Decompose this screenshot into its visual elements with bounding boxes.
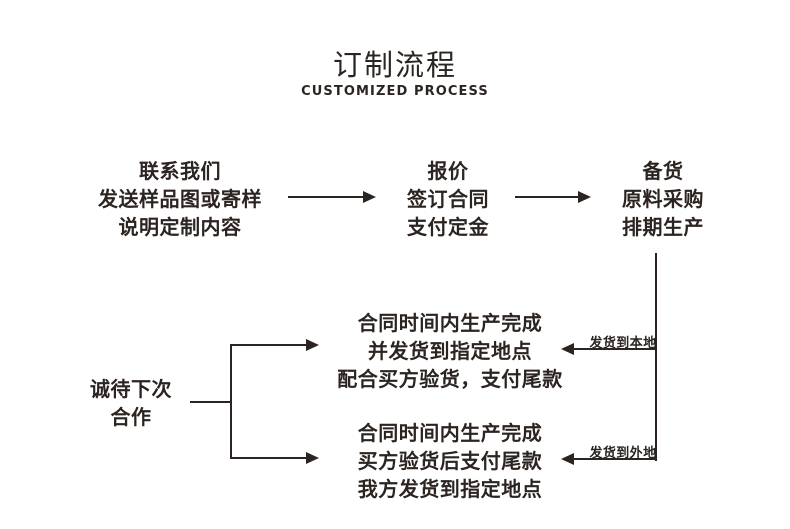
step-remote-delivery-line-2: 买方验货后支付尾款 [357, 449, 543, 473]
arrow-quote-to-stock-line [515, 196, 579, 198]
arrow-stock-to-local-line [573, 348, 657, 350]
bracket-vertical-line [230, 344, 232, 459]
step-contact-line-3: 说明定制内容 [118, 215, 242, 239]
step-stock-line-3: 排期生产 [622, 215, 704, 239]
step-next-cooperation-line-1: 诚待下次 [90, 377, 172, 401]
step-local-delivery-line-1: 合同时间内生产完成 [357, 311, 543, 335]
step-local-delivery-line-2: 并发货到指定地点 [368, 339, 532, 363]
step-quote: 报价 签订合同 支付定金 [375, 157, 521, 241]
page-subtitle: CUSTOMIZED PROCESS [301, 84, 489, 99]
arrow-stock-to-remote-line [573, 458, 657, 460]
step-local-delivery: 合同时间内生产完成 并发货到指定地点 配合买方验货，支付尾款 [312, 309, 588, 393]
step-quote-line-3: 支付定金 [407, 215, 489, 239]
step-next-cooperation: 诚待下次 合作 [72, 375, 190, 431]
bracket-stem-line [190, 401, 232, 403]
edge-label-remote: 发货到外地 [589, 446, 657, 461]
step-stock: 备货 原料采购 排期生产 [590, 157, 736, 241]
arrow-stock-to-local-head-icon [561, 343, 574, 355]
step-quote-line-2: 签订合同 [407, 187, 489, 211]
step-contact: 联系我们 发送样品图或寄样 说明定制内容 [72, 157, 288, 241]
step-stock-line-2: 原料采购 [622, 187, 704, 211]
arrow-quote-to-stock-head-icon [578, 191, 591, 203]
step-remote-delivery-line-1: 合同时间内生产完成 [357, 421, 543, 445]
page-title: 订制流程 [332, 48, 457, 82]
arrow-contact-to-quote-line [288, 196, 364, 198]
step-remote-delivery-line-3: 我方发货到指定地点 [357, 477, 543, 501]
step-next-cooperation-line-2: 合作 [110, 405, 152, 429]
spine-vertical-line [655, 253, 657, 461]
step-stock-line-1: 备货 [642, 159, 684, 183]
arrow-contact-to-quote-head-icon [363, 191, 376, 203]
arrow-next-to-local-head-icon [306, 339, 319, 351]
step-contact-line-2: 发送样品图或寄样 [98, 187, 262, 211]
edge-label-local: 发货到本地 [589, 336, 657, 351]
arrow-next-to-remote-head-icon [306, 452, 319, 464]
step-local-delivery-line-3: 配合买方验货，支付尾款 [337, 367, 563, 391]
arrow-next-to-local-line [230, 344, 308, 346]
step-contact-line-1: 联系我们 [139, 159, 221, 183]
step-quote-line-1: 报价 [427, 159, 469, 183]
arrow-next-to-remote-line [230, 457, 308, 459]
step-remote-delivery: 合同时间内生产完成 买方验货后支付尾款 我方发货到指定地点 [312, 419, 588, 503]
arrow-stock-to-remote-head-icon [561, 453, 574, 465]
